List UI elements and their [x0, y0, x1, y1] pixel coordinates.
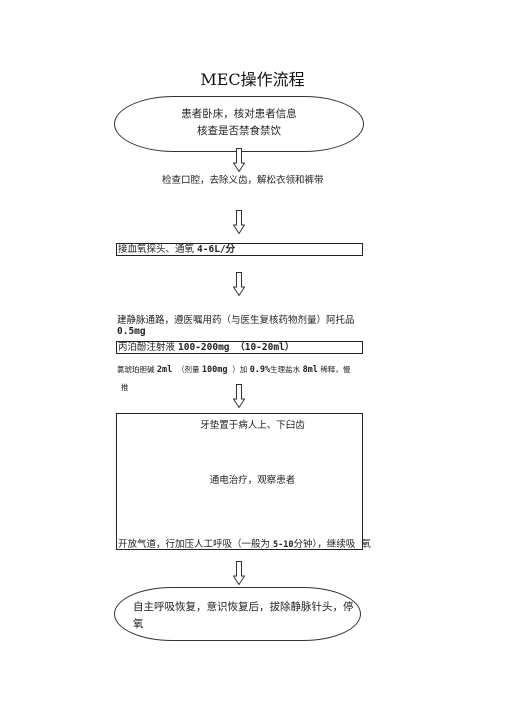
- step-oral-check: 检查口腔，去除义齿，解松衣领和裤带: [162, 175, 324, 186]
- page-title: MEC操作流程: [200, 70, 305, 89]
- ventilation-text: 开放气道，行加压人工呼吸（一般为: [118, 539, 271, 550]
- oxygen-flow: 4-6L/分: [197, 244, 236, 255]
- step-stop-oxygen: 氧: [133, 618, 144, 630]
- propofol-dose: 100-200mg （10-20ml）: [178, 342, 295, 353]
- step-ventilation: 开放气道，行加压人工呼吸（一般为 5-10分钟），继续吸 氧: [118, 536, 371, 550]
- down-arrow-icon: [233, 561, 245, 585]
- oxygen-text: 接血氧探头、通氧: [118, 244, 195, 255]
- step-treatment: 通电治疗，观察患者: [209, 475, 296, 486]
- step-bite-block: 牙垫置于病人上、下臼齿: [200, 420, 305, 431]
- succinylcholine-line-2: 推: [121, 383, 129, 392]
- propofol-box: 丙泊酚注射液 100-200mg （10-20ml）: [116, 341, 363, 354]
- down-arrow-icon: [233, 384, 245, 408]
- saline-volume: 8ml: [302, 365, 318, 375]
- sux-volume: 2ml: [156, 365, 173, 375]
- down-arrow-icon: [233, 272, 245, 296]
- step-recovery: 自主呼吸恢复，意识恢复后，拔除静脉针头，停: [133, 601, 354, 613]
- step-patient-check: 患者卧床，核对患者信息: [181, 108, 297, 120]
- sux-name: 氯琥珀胆碱: [117, 365, 155, 374]
- step-fasting-check: 核查是否禁食禁饮: [197, 125, 281, 137]
- oxygen-box: 接血氧探头、通氧 4-6L/分: [116, 243, 363, 256]
- sux-add: ）加: [232, 365, 248, 374]
- saline-label: 生理盐水: [270, 365, 301, 374]
- ventilation-continue: 分钟），继续吸: [293, 539, 356, 550]
- atropine-dose: 0.5mg: [117, 326, 146, 337]
- start-oval: 患者卧床，核对患者信息 核查是否禁食禁饮: [114, 96, 364, 152]
- end-oval: 自主呼吸恢复，意识恢复后，拔除静脉针头，停 氧: [114, 587, 361, 641]
- down-arrow-icon: [233, 148, 245, 172]
- sux-dilute: 稀释，慢: [320, 365, 351, 374]
- step-iv-access: 建静脉通路，遵医嘱用药（与医生复核药物剂量）阿托品: [117, 315, 355, 326]
- sux-dose-label: （剂量: [177, 365, 200, 374]
- succinylcholine-line: 氯琥珀胆碱 2ml （剂量 100mg ）加 0.9%生理盐水 8ml 稀释，慢: [117, 364, 350, 375]
- propofol-text: 丙泊酚注射液: [118, 342, 176, 353]
- treatment-box: [116, 413, 363, 550]
- saline-percent: 0.9%: [249, 365, 271, 375]
- ventilation-minutes: 5-10: [273, 540, 294, 550]
- sux-dose: 100mg: [201, 365, 228, 375]
- ventilation-oxygen: 氧: [361, 539, 371, 550]
- down-arrow-icon: [233, 210, 245, 234]
